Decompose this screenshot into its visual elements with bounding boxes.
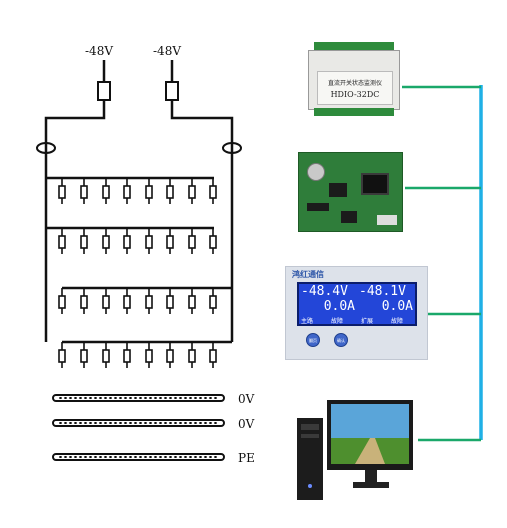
breaker-icon (209, 295, 217, 309)
coin-battery-icon (307, 163, 325, 181)
meter-sub-label: 故障 (391, 318, 404, 325)
busbar-pe (52, 453, 225, 461)
bus-label: PE (238, 451, 255, 465)
bus-label: 0V (238, 392, 255, 406)
breaker-icon (80, 185, 88, 199)
terminal-block (314, 108, 394, 116)
breaker-icon (166, 349, 174, 363)
current-sensor-icon (36, 142, 242, 154)
feeder-wires (44, 60, 234, 344)
breaker-icon (209, 235, 217, 249)
breaker-icon (145, 295, 153, 309)
device-label-plate: 直流开关状态监测仪 HDIO-32DC (317, 71, 393, 105)
breaker-icon (166, 295, 174, 309)
breaker-icon (123, 235, 131, 249)
chip-icon (307, 203, 329, 211)
meter-reading: 0.0A (323, 299, 355, 314)
monitoring-pcb-board (298, 152, 403, 232)
breaker-icon (80, 349, 88, 363)
meter-screen: -48.4V -48.1V 0.0A 0.0A 主路 故障 扩展 故障 (297, 282, 417, 326)
breaker-icon (188, 185, 196, 199)
dc-switch-monitor-device: 直流开关状态监测仪 HDIO-32DC (308, 42, 400, 116)
breaker-icon (102, 185, 110, 199)
breaker-icon (58, 185, 66, 199)
meter-sub-label: 故障 (331, 318, 344, 325)
terminal-block (314, 42, 394, 50)
meter-brand: 鸿红通信 (292, 270, 324, 279)
breaker-icon (166, 185, 174, 199)
breaker-icon (123, 349, 131, 363)
breaker-icon (123, 295, 131, 309)
breaker-icon (58, 295, 66, 309)
fuse-icon (97, 81, 179, 101)
breaker-icon (80, 235, 88, 249)
voltage-label: -48V (85, 44, 113, 58)
breaker-icon (188, 349, 196, 363)
breaker-icon (102, 235, 110, 249)
network-branch-lines (402, 85, 481, 442)
meter-sub-label: 扩展 (361, 318, 374, 325)
relay-icon (361, 173, 389, 195)
chip-icon (329, 183, 347, 197)
breaker-icon (145, 349, 153, 363)
breaker-icon (145, 185, 153, 199)
meter-sub-label: 主路 (301, 318, 314, 325)
computer-icon (297, 400, 413, 500)
breaker-icon (58, 235, 66, 249)
busbar-0v-1 (52, 394, 225, 402)
meter-reading: 0.0A (381, 299, 413, 314)
meter-reading: -48.1V (359, 284, 406, 299)
voltage-label: -48V (153, 44, 181, 58)
breaker-icon (166, 235, 174, 249)
breaker-icon (102, 295, 110, 309)
bus-label: 0V (238, 417, 255, 431)
breaker-icon (80, 295, 88, 309)
device-title: 直流开关状态监测仪 (327, 80, 382, 87)
breaker-icon (188, 235, 196, 249)
chip-icon (341, 211, 357, 223)
page-button[interactable]: 翻页 (306, 333, 320, 347)
confirm-button[interactable]: 确认 (334, 333, 348, 347)
device-housing: 直流开关状态监测仪 HDIO-32DC (308, 50, 400, 110)
breaker-icon (188, 295, 196, 309)
connector-icon (377, 215, 397, 225)
breaker-icon (123, 185, 131, 199)
breaker-icon (209, 349, 217, 363)
device-model: HDIO-32DC (330, 90, 380, 99)
meter-reading: -48.4V (301, 284, 348, 299)
breaker-icon (58, 349, 66, 363)
breaker-icon (102, 349, 110, 363)
breaker-icon (145, 235, 153, 249)
breaker-icon (58, 178, 217, 368)
panel-meter-display: 鸿红通信 -48.4V -48.1V 0.0A 0.0A 主路 故障 扩展 故障… (285, 266, 428, 360)
busbar-0v-2 (52, 419, 225, 427)
breaker-icon (209, 185, 217, 199)
